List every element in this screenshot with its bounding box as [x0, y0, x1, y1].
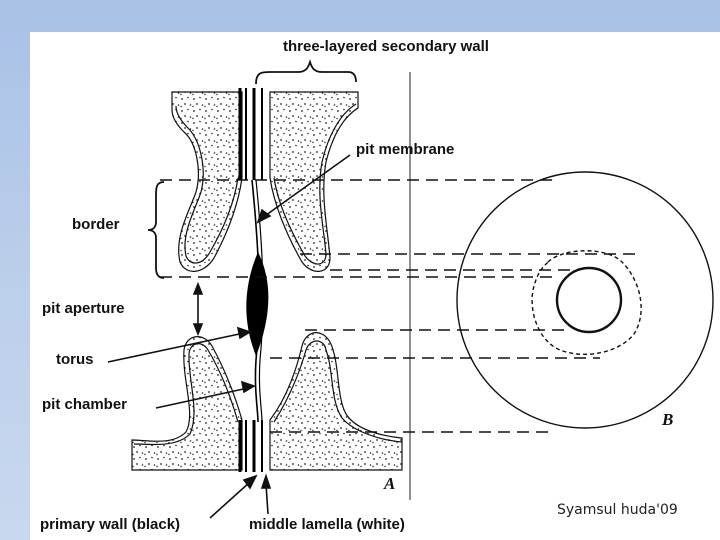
label-torus: torus	[56, 351, 94, 368]
label-secondary-wall: three-layered secondary wall	[283, 38, 489, 55]
label-border: border	[72, 216, 120, 233]
label-pit-chamber: pit chamber	[42, 396, 128, 413]
leader-arrows	[107, 154, 351, 519]
secondary-wall-brace	[255, 59, 357, 85]
panel-letter-a: A	[384, 474, 396, 493]
label-middle-lamella: middle lamella (white)	[249, 516, 405, 533]
label-primary-wall: primary wall (black)	[40, 516, 181, 533]
author-credit: Syamsul huda'09	[557, 502, 678, 518]
border-brace	[147, 181, 165, 279]
label-pit-membrane: pit membrane	[356, 141, 455, 158]
label-pit-aperture: pit aperture	[42, 300, 125, 317]
projection-lines	[160, 179, 640, 433]
panel-letter-b: B	[662, 410, 674, 429]
secondary-wall-stipple	[131, 91, 403, 471]
surface-view-b	[456, 171, 714, 429]
torus-shape	[246, 252, 269, 356]
